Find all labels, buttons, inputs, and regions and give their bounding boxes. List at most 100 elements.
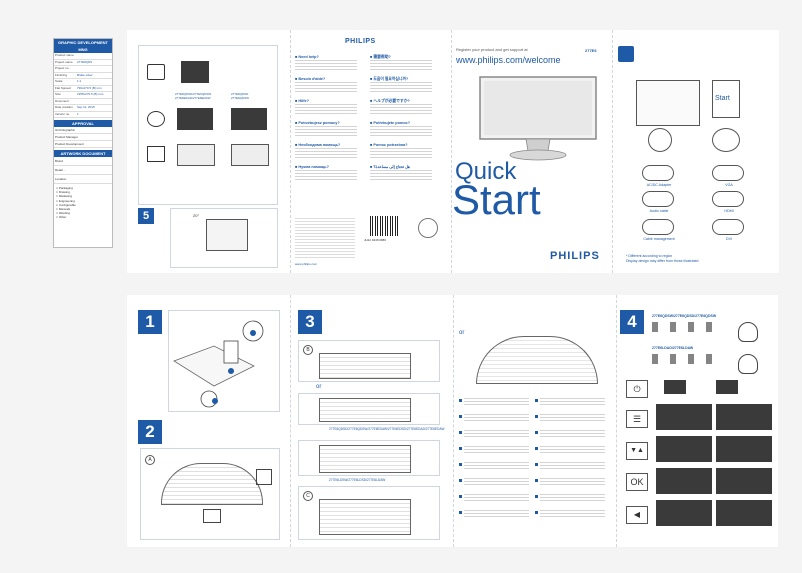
back-button[interactable]: ◀ <box>626 506 648 524</box>
note-bullet-icon <box>535 415 538 418</box>
help-item-title: ■ Необходима помощь? <box>295 143 365 148</box>
osd-screen-7 <box>656 468 712 494</box>
help-item: ■ Pomoc potrzebna? <box>370 143 440 160</box>
help-bullet-icon: ■ <box>370 77 374 81</box>
checkbox-icon[interactable]: □ <box>56 211 58 216</box>
step-5-diagram: 20° <box>170 208 278 268</box>
note-text-lines <box>540 462 605 471</box>
step-2-adapter <box>203 509 221 523</box>
note-column <box>459 446 529 455</box>
ok-button[interactable]: OK <box>626 473 648 491</box>
help-item-body-lines <box>295 170 357 182</box>
note-row <box>459 430 607 439</box>
checkbox-icon[interactable]: □ <box>56 186 58 190</box>
plug-icon-1 <box>147 64 165 80</box>
checkbox-icon[interactable]: □ <box>56 194 58 199</box>
checklist-item: □Other <box>56 215 112 219</box>
screen-thumb-2 <box>177 108 213 130</box>
note-text-lines <box>540 494 605 503</box>
cable-icon <box>712 191 744 207</box>
checkbox-icon[interactable]: □ <box>56 190 58 195</box>
step-5-number: 5 <box>138 208 154 224</box>
panel-help <box>290 30 452 273</box>
contents-item: AC/DC Adapter <box>626 165 692 189</box>
help-item-text: Pomoc potrzebna? <box>373 143 408 147</box>
spec-row-label: Product name <box>55 53 74 57</box>
contents-item: Cable management <box>626 219 692 243</box>
help-item-body-lines <box>370 170 432 182</box>
help-item-body-lines <box>295 104 357 116</box>
checklist: □Packaging□Drawing□Marketing□Engineering… <box>54 186 112 220</box>
checklist-item: □Wording <box>56 211 112 215</box>
approval-row: Product Manager <box>54 134 112 141</box>
checkbox-icon[interactable]: □ <box>56 207 58 212</box>
checkbox-icon[interactable]: □ <box>56 202 58 207</box>
contents-item-label: DVI <box>726 237 732 241</box>
approval-header: APPROVAL <box>54 120 112 127</box>
top-sheet-right <box>612 30 779 273</box>
monitor-thumb-1 <box>177 144 215 166</box>
contents-item: VGA <box>696 165 762 189</box>
help-item-body-lines <box>295 60 357 72</box>
monitor-thumb-2 <box>231 144 269 166</box>
help-item-title: ■ هل تحتاج إلى مساعدة؟ <box>370 165 440 170</box>
note-row <box>459 478 607 487</box>
note-bullet-icon <box>535 495 538 498</box>
checklist-label: Packaging <box>58 186 73 190</box>
help-item: ■ Potrzebujesz pomocy? <box>295 121 365 138</box>
help-item: ■ 需要帮助? <box>370 55 440 72</box>
menu-button[interactable]: ☰ <box>626 410 648 428</box>
note-bullet-icon <box>535 479 538 482</box>
help-item-title: ■ Potřebujete pomoc? <box>370 121 440 126</box>
help-item-title: ■ 需要帮助? <box>370 55 440 60</box>
contents-item: DVI <box>696 219 762 243</box>
note-bullet-icon <box>459 495 462 498</box>
note-bullet-icon <box>535 399 538 402</box>
note-row <box>459 446 607 455</box>
help-item-text: Необходима помощь? <box>298 143 341 147</box>
note-column <box>535 462 605 471</box>
note-bullet-icon <box>459 463 462 466</box>
help-bullet-icon: ■ <box>295 165 299 169</box>
note-row <box>459 462 607 471</box>
note-column <box>535 494 605 503</box>
models-panel1-a: 277E6QDSD/277E6QDSW 277E6EDAD/277E6EDAW <box>175 92 212 100</box>
spec-row: Version no.1 <box>54 112 112 118</box>
monitor-tilt <box>206 219 248 251</box>
help-brand: PHILIPS <box>345 38 376 45</box>
checkbox-icon[interactable]: □ <box>56 198 58 203</box>
contents-booklet: Start <box>712 80 740 118</box>
contents-note-2: Display design may differ from those ill… <box>626 259 699 263</box>
power-button[interactable]: ⏻ <box>626 380 648 398</box>
help-item-body-lines <box>370 126 432 138</box>
checklist-label: Other <box>58 215 67 220</box>
step-1-illustration <box>173 320 264 408</box>
step-4-models-a: 277E6QDSW/277E6QDSD/277E6QDSW <box>652 314 717 318</box>
artwork-row: Location <box>54 175 112 184</box>
note-column <box>535 430 605 439</box>
help-item-title: ■ 도움이 필요하십니까? <box>370 77 440 82</box>
help-item: ■ Need help? <box>295 55 365 72</box>
step-1-number: 1 <box>138 310 162 334</box>
welcome-url[interactable]: www.philips.com/welcome <box>456 55 561 65</box>
help-item-title: ■ ヘルプが必要ですか? <box>370 99 440 104</box>
step-2-label-a: A <box>145 455 155 465</box>
up-down-button[interactable]: ▼▲ <box>626 442 648 460</box>
screen-thumb-3 <box>231 108 267 130</box>
help-item-text: 도움이 필요하십니까? <box>373 77 409 81</box>
spec-row-label: Flat Spread <box>55 85 71 90</box>
note-bullet-icon <box>459 447 462 450</box>
help-item-text: ヘルプが必要ですか? <box>373 99 410 103</box>
help-bullet-icon: ■ <box>370 165 374 169</box>
help-bullet-icon: ■ <box>370 143 374 147</box>
help-item-body-lines <box>295 148 357 160</box>
step-3-label-b: B <box>303 345 313 355</box>
checkbox-icon[interactable]: □ <box>56 215 58 220</box>
step-3-caption-b: 277E6LDSW/277E6LDSD/277E6LDAW <box>329 478 386 482</box>
barcode <box>370 216 398 236</box>
